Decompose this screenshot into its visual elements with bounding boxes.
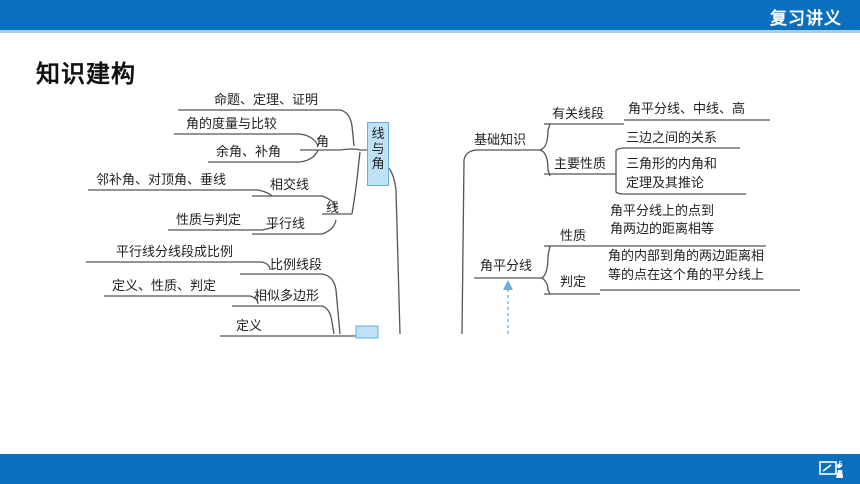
parallel-label: 平行线 [266, 217, 306, 232]
bisector-judgment-line-1: 角的内部到角的两边距离相 [608, 249, 765, 264]
header-stripe [0, 30, 860, 33]
intersect-item: 邻补角、对顶角、垂线 [96, 173, 227, 188]
angle-item-proposition: 命题、定理、证明 [214, 93, 319, 108]
property-angle-sum: 三角形的内角和 [626, 157, 718, 172]
page-number: 5 [838, 460, 844, 469]
center-node-line-and-angle: 线与角 [367, 122, 389, 186]
property-three-sides: 三边之间的关系 [626, 131, 718, 146]
main-properties-label: 主要性质 [554, 157, 607, 172]
related-segments-item: 角平分线、中线、高 [628, 102, 746, 117]
definition-label: 定义 [236, 319, 263, 334]
intersect-label: 相交线 [270, 178, 310, 193]
proportional-label: 比例线段 [270, 258, 323, 273]
related-segments-label: 有关线段 [552, 107, 605, 122]
bisector-property-label: 性质 [560, 229, 587, 244]
basic-knowledge-label: 基础知识 [474, 133, 527, 148]
similar-item: 定义、性质、判定 [112, 279, 217, 294]
page-title: 知识建构 [36, 60, 136, 88]
bisector-judgment-label: 判定 [560, 275, 587, 290]
parallel-item: 性质与判定 [176, 213, 242, 228]
angle-item-measure: 角的度量与比较 [186, 117, 278, 132]
header-bar [0, 0, 860, 30]
footer-bar [0, 454, 860, 484]
header-title: 复习讲义 [770, 9, 842, 29]
angle-branch-label: 角 [316, 135, 330, 150]
bisector-property-line-2: 角两边的距离相等 [610, 222, 715, 237]
line-branch-label: 线 [326, 201, 340, 216]
presentation-board-icon [819, 461, 843, 478]
angle-item-complementary: 余角、补角 [216, 145, 282, 160]
bisector-label: 角平分线 [480, 259, 533, 274]
proportional-item: 平行线分线段成比例 [116, 245, 234, 260]
property-corollary: 定理及其推论 [626, 176, 705, 191]
bisector-property-line-1: 角平分线上的点到 [610, 204, 715, 219]
similar-label: 相似多边形 [254, 289, 320, 304]
bisector-judgment-line-2: 等的点在这个角的平分线上 [608, 268, 765, 283]
